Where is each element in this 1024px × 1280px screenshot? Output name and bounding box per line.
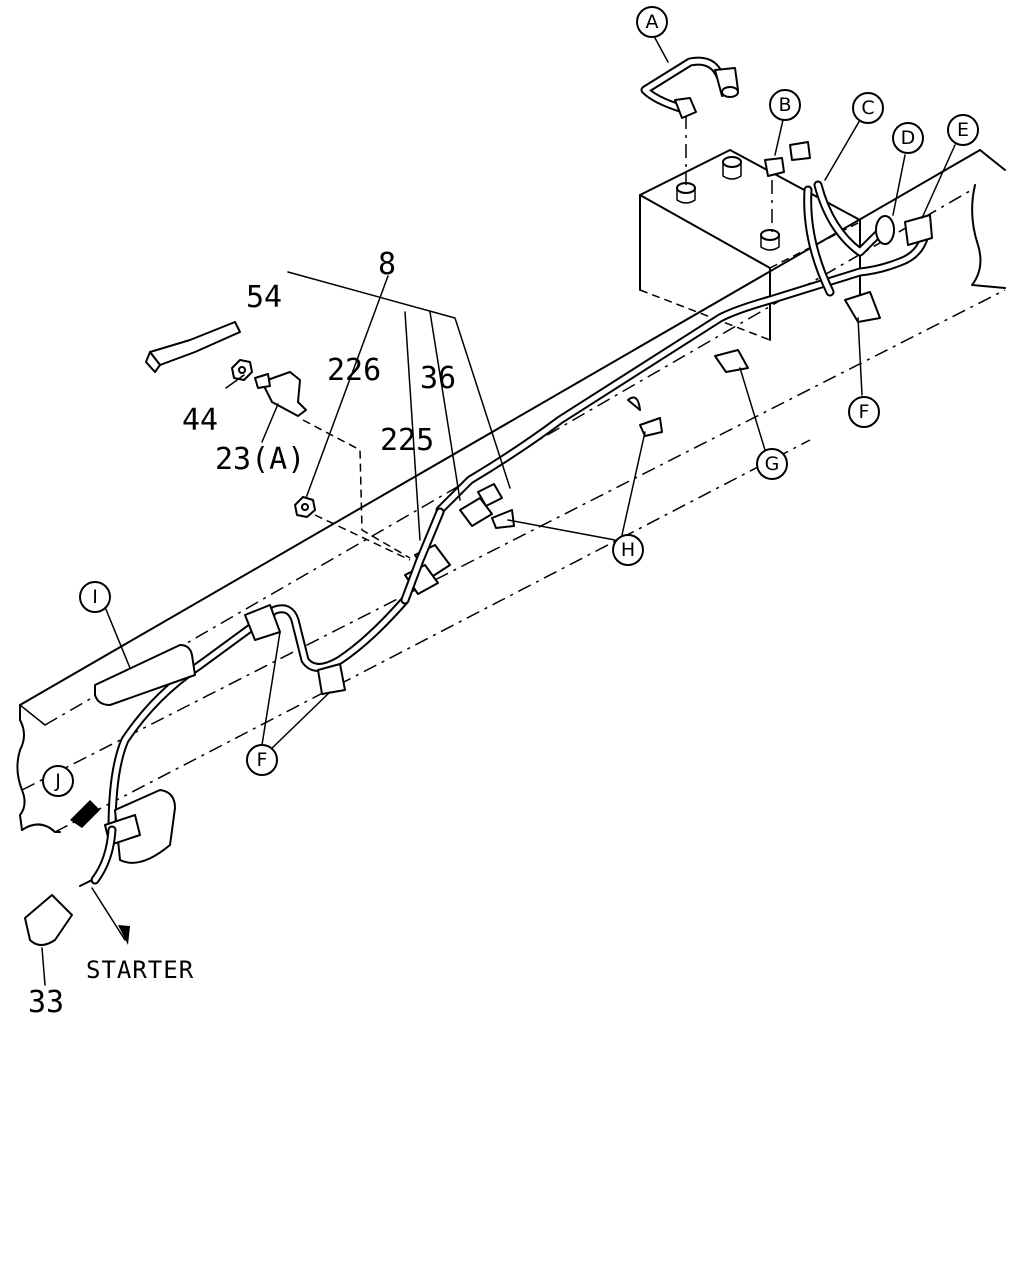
small-parts: [24, 321, 411, 946]
callout-c: C: [852, 92, 884, 124]
label-starter: STARTER: [86, 956, 194, 984]
svg-text:D: D: [901, 127, 916, 149]
label-226: 226: [327, 353, 381, 388]
callout-e: E: [947, 114, 979, 146]
label-44: 44: [182, 403, 218, 438]
svg-text:G: G: [765, 453, 780, 475]
starter-bracket: [70, 644, 196, 887]
svg-text:F: F: [859, 401, 870, 423]
label-33: 33: [28, 985, 64, 1020]
callout-i: I: [79, 581, 111, 613]
svg-text:I: I: [92, 586, 98, 608]
svg-text:E: E: [957, 119, 969, 141]
callout-f-right: F: [848, 396, 880, 428]
label-225: 225: [380, 423, 434, 458]
callout-a: A: [636, 6, 668, 38]
terminal-cable-a: [640, 56, 739, 119]
callout-j: J: [42, 765, 74, 797]
svg-text:F: F: [257, 749, 268, 771]
main-cable: [107, 141, 933, 835]
callout-g: G: [756, 448, 788, 480]
callout-d: D: [892, 122, 924, 154]
label-8: 8: [378, 247, 396, 282]
svg-text:A: A: [646, 11, 659, 33]
label-54: 54: [246, 280, 282, 315]
label-36: 36: [420, 361, 456, 396]
battery: [639, 115, 861, 341]
svg-text:C: C: [861, 97, 874, 119]
leader-lines: [41, 37, 956, 986]
svg-text:B: B: [778, 94, 791, 116]
svg-text:H: H: [621, 539, 635, 561]
callout-h: H: [612, 534, 644, 566]
svg-text:J: J: [54, 770, 61, 792]
label-23a: 23(A): [215, 442, 305, 477]
callout-b: B: [769, 89, 801, 121]
callout-f-left: F: [246, 744, 278, 776]
